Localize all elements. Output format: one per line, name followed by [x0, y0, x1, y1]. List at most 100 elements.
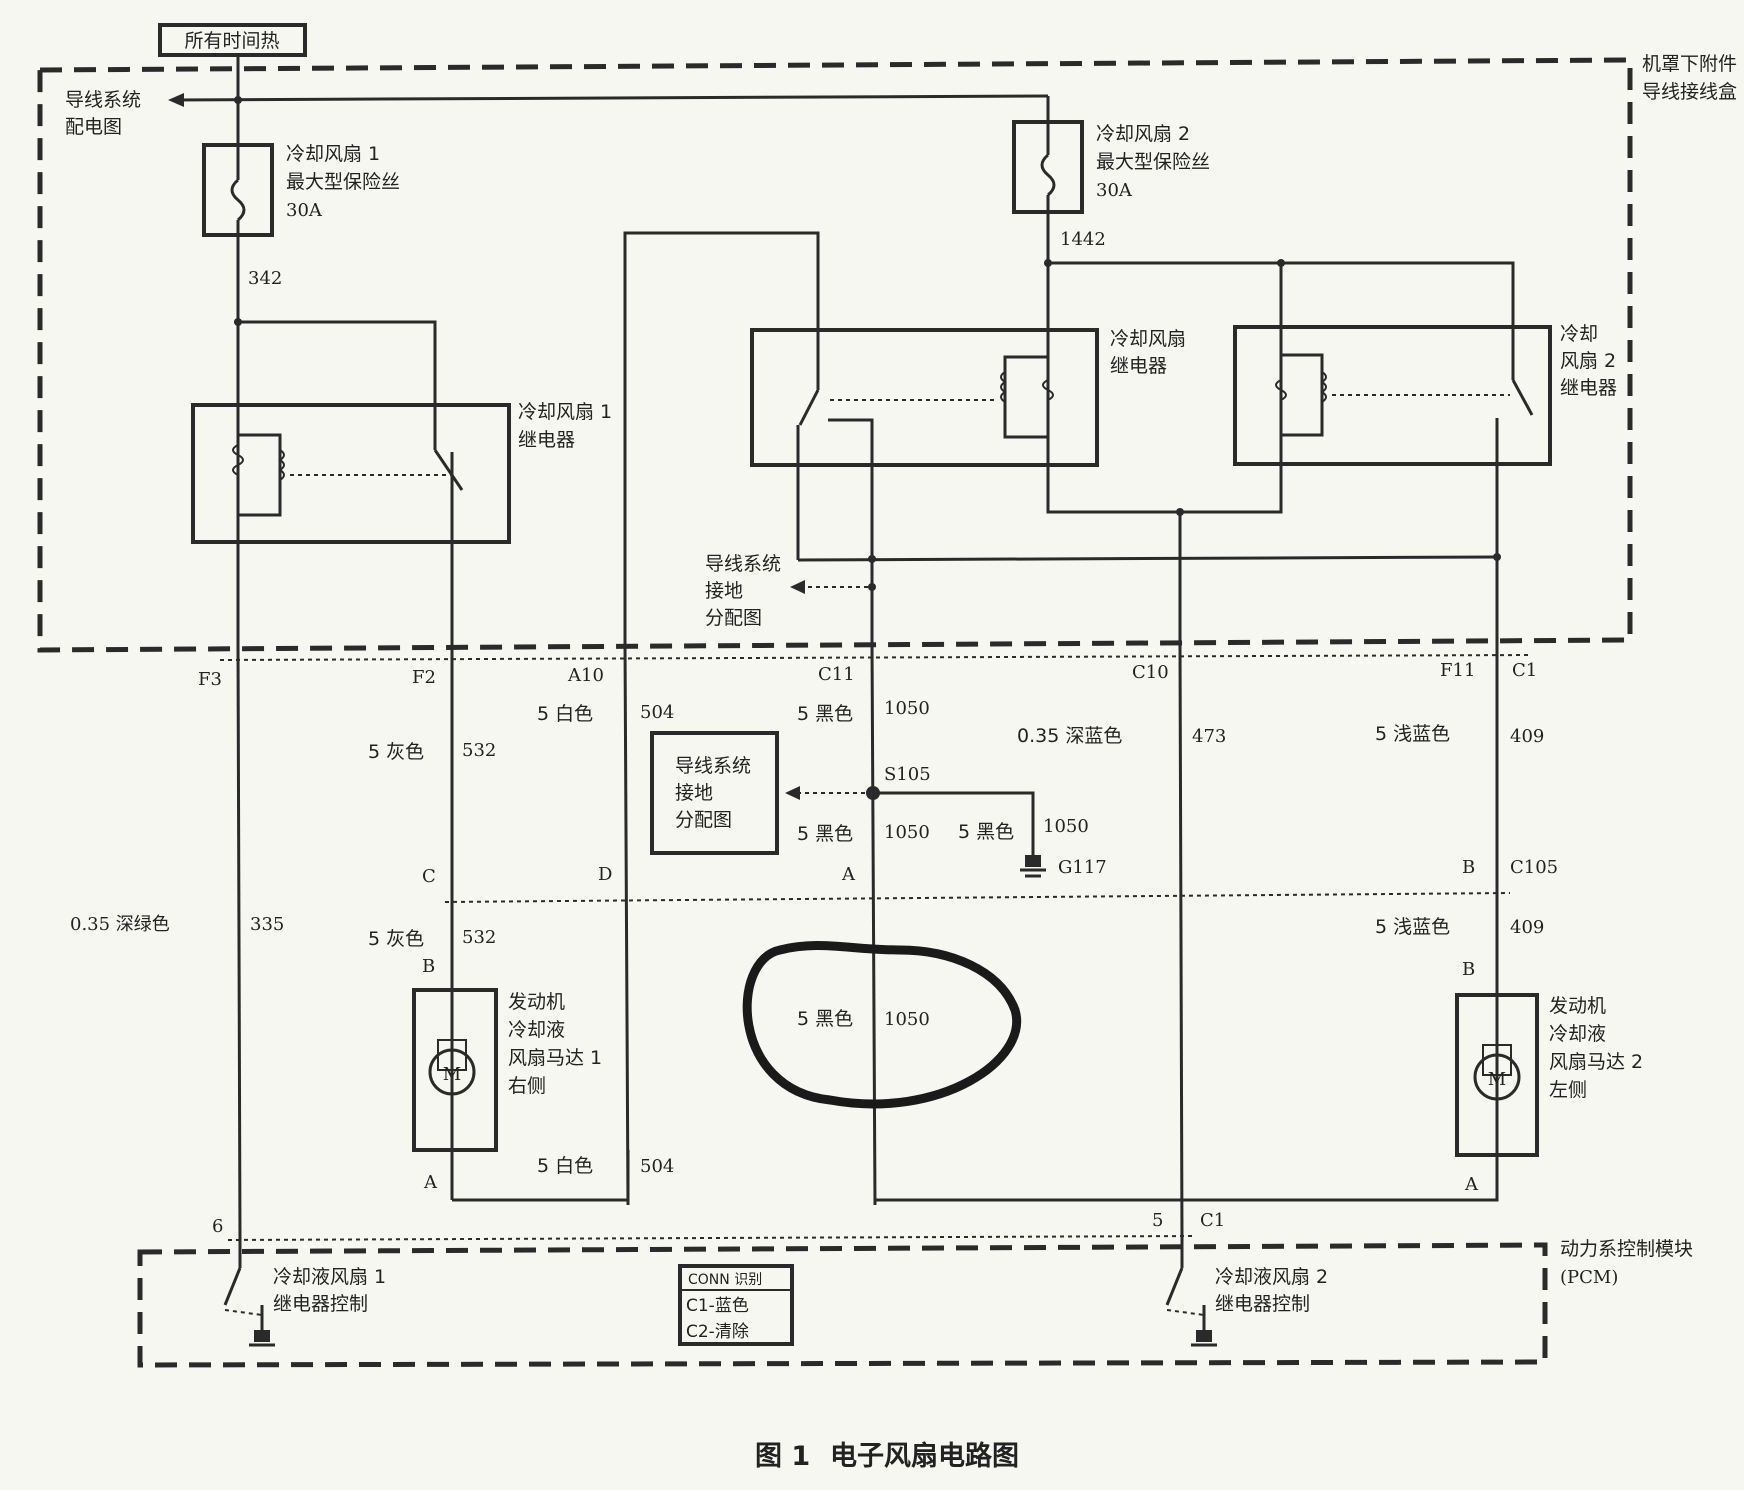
conn-c1: C1-蓝色 [686, 1296, 749, 1316]
pin-C11: C11 [818, 664, 855, 685]
supply-label: 所有时间热 [158, 23, 307, 57]
pcm-ctrl1-label-2: 继电器控制 [273, 1293, 368, 1315]
wiring-ref-2: 配电图 [65, 116, 122, 138]
wire473-number: 473 [1192, 726, 1226, 747]
caption-fig: 图 1 [755, 1441, 810, 1472]
relay2-label-2: 风扇 2 [1560, 350, 1616, 372]
ground-label: G117 [1058, 857, 1107, 878]
pin-A10: A10 [567, 665, 604, 686]
motor1-label-1: 发动机 [508, 991, 565, 1013]
wire409b-color: 5 浅蓝色 [1375, 916, 1450, 938]
wire335-color: 0.35 深绿色 [70, 914, 170, 935]
pcm-ground2-icon [1191, 1330, 1217, 1347]
relay-1: 冷却风扇 1 继电器 [191, 395, 612, 545]
conn-title: CONN 识别 [688, 1272, 762, 1288]
wire1050b-number: 1050 [884, 822, 930, 843]
underhood-label-2: 导线接线盒 [1642, 81, 1737, 103]
wire532-color: 5 灰色 [368, 741, 424, 763]
wire532b-color: 5 灰色 [368, 928, 424, 950]
underhood-label-1: 机罩下附件 [1642, 53, 1737, 75]
fuse2-label-1: 冷却风扇 2 [1096, 123, 1190, 145]
wire1050-color: 5 黑色 [797, 703, 853, 725]
wire532b-number: 532 [462, 927, 496, 948]
fan-motor-1: M 发动机 冷却液 风扇马达 1 右侧 [412, 988, 602, 1200]
wire504b-color: 5 白色 [537, 1155, 593, 1177]
relay-mid-label-2: 继电器 [1110, 355, 1167, 377]
motor2-label-2: 冷却液 [1549, 1023, 1606, 1045]
pin-C105: C105 [1510, 857, 1558, 878]
wire409-color: 5 浅蓝色 [1375, 723, 1450, 745]
wire1050d-number: 1050 [884, 1009, 930, 1030]
wire1050b-color: 5 黑色 [797, 823, 853, 845]
wire409-number: 409 [1510, 726, 1544, 747]
wire473-color: 0.35 深蓝色 [1017, 725, 1122, 747]
relay-2: 冷却 风扇 2 继电器 [1233, 323, 1617, 470]
fuse1-label-1: 冷却风扇 1 [286, 143, 380, 165]
pin-B-motor1: B [422, 956, 435, 977]
ground-ref1-label-3: 分配图 [705, 607, 762, 629]
motor1-label-2: 冷却液 [508, 1019, 565, 1041]
pin-F2: F2 [412, 667, 436, 688]
relay1-label-2: 继电器 [518, 429, 575, 451]
wire335-number: 335 [250, 914, 284, 935]
relay-mid-label-1: 冷却风扇 [1110, 328, 1186, 350]
pcm-ctrl1-label-1: 冷却液风扇 1 [273, 1266, 386, 1288]
pin-C1: C1 [1512, 660, 1537, 681]
pcm-label-1: 动力系控制模块 [1560, 1238, 1693, 1260]
arrow-left-icon [168, 93, 184, 107]
wire504-number: 504 [640, 702, 674, 723]
pin-6: 6 [212, 1216, 223, 1237]
pcm-ctrl2-label-1: 冷却液风扇 2 [1215, 1266, 1328, 1288]
motor1-symbol: M [443, 1064, 461, 1085]
ground-g117-icon [1020, 855, 1046, 878]
pcm-label-2: (PCM) [1560, 1267, 1618, 1288]
fan-motor-2: M 发动机 冷却液 风扇马达 2 左侧 [1455, 993, 1643, 1157]
pin-B-c105: B [1462, 857, 1475, 878]
motor1-label-3: 风扇马达 1 [508, 1047, 602, 1069]
wire504-color: 5 白色 [537, 703, 593, 725]
underhood-junction-box: 机罩下附件 导线接线盒 [37, 53, 1737, 653]
ground-ref2: 导线系统 接地 分配图 [650, 731, 779, 855]
pin-A: A [841, 864, 856, 885]
ground-ref1-arrow-icon [790, 580, 805, 594]
pcm-module: 动力系控制模块 (PCM) 冷却液风扇 1 继电器控制 冷却液风扇 2 继电器控… [137, 1238, 1693, 1368]
fuse1-rating: 30A [286, 200, 323, 221]
pin-D: D [598, 864, 612, 885]
pin-F11: F11 [1440, 660, 1475, 681]
motor1-icon [428, 1048, 476, 1096]
relay2-label-3: 继电器 [1560, 377, 1617, 399]
motor2-symbol: M [1488, 1069, 1506, 1090]
wire-342: 342 [248, 268, 282, 289]
fuse2-rating: 30A [1096, 180, 1133, 201]
fuse2-label-2: 最大型保险丝 [1096, 151, 1210, 173]
motor2-label-1: 发动机 [1549, 995, 1606, 1017]
ground-ref2-label-1: 导线系统 [675, 755, 751, 777]
wire-1442: 1442 [1060, 229, 1106, 250]
ground-ref1-label-2: 接地 [705, 580, 743, 602]
pin-A-motor1: A [423, 1172, 438, 1193]
wire1050-number: 1050 [884, 698, 930, 719]
motor2-label-4: 左侧 [1549, 1079, 1587, 1101]
ground-ref2-label-2: 接地 [675, 782, 713, 804]
fuse1-label-2: 最大型保险丝 [286, 171, 400, 193]
motor2-icon [1473, 1053, 1521, 1101]
supply-text: 所有时间热 [184, 30, 279, 52]
pin-A-motor2: A [1464, 1174, 1479, 1195]
motor1-label-4: 右侧 [508, 1075, 546, 1097]
pin-C10: C10 [1132, 662, 1169, 683]
pcm-ground1-icon [249, 1330, 275, 1347]
wire532-number: 532 [462, 740, 496, 761]
conn-c2: C2-清除 [686, 1322, 749, 1342]
fuse-2: 冷却风扇 2 最大型保险丝 30A [1012, 120, 1210, 214]
relay2-label-1: 冷却 [1560, 323, 1598, 345]
pin-B-motor2: B [1462, 959, 1475, 980]
ground-ref2-arrow-icon [785, 786, 800, 800]
pcm-ctrl2-label-2: 继电器控制 [1215, 1293, 1310, 1315]
relay-middle: 冷却风扇 继电器 [750, 328, 1186, 470]
pin-C: C [422, 866, 436, 887]
ground-ref1-label-1: 导线系统 [705, 553, 781, 575]
wiring-ref-1: 导线系统 [65, 89, 141, 111]
wire504b-number: 504 [640, 1156, 674, 1177]
